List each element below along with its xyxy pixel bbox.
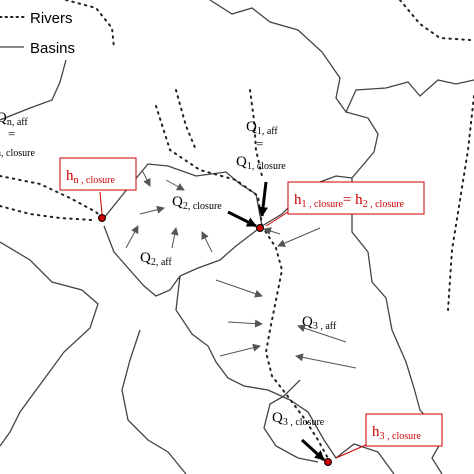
closure-arrow-q2 [227, 210, 257, 228]
flow-arrows [125, 169, 357, 369]
label-q1: Q1, aff = Q1, closure [236, 119, 286, 172]
basin-boundary-basin2 [103, 163, 263, 297]
connector-h3 [335, 443, 369, 459]
closure-node-n [98, 214, 106, 222]
rivers [0, 0, 474, 463]
flow-arrow [141, 169, 151, 187]
box-h3-closure: h3 , closure [365, 413, 443, 447]
basin-boundary-basin3-south [175, 275, 395, 474]
box-h12-closure: h1 , closure= h2 , closure [287, 181, 425, 215]
legend-basins-label: Basins [30, 40, 75, 57]
box-hn-closure: hn , closure [59, 157, 137, 191]
label-qn: Qn, aff = n, closure [0, 110, 35, 159]
river-northwest [65, 0, 115, 49]
box-h12-text: h1 , closure= h2 , closure [294, 192, 405, 210]
label-q3-closure: Q3 , closure [272, 410, 325, 428]
flow-arrow [201, 231, 213, 253]
basin-boundary-outer-north [209, 0, 474, 114]
flow-arrow [215, 279, 263, 298]
flow-arrow [297, 324, 347, 343]
label-qn-eq: = [8, 126, 15, 141]
flow-arrow [170, 227, 179, 249]
river-east [399, 0, 471, 41]
flow-arrow [139, 205, 165, 215]
river-east-long [447, 95, 474, 311]
river-center-trib [175, 89, 197, 151]
closure-arrow-q1 [258, 181, 269, 217]
flow-arrow [227, 319, 263, 328]
river-west [0, 175, 105, 221]
label-q1-eq: = [256, 136, 263, 151]
basin-boundary-west [0, 241, 99, 447]
label-q3-aff: Q3 , aff [302, 314, 337, 332]
closure-node-3 [324, 458, 332, 466]
closure-node-1 [256, 224, 264, 232]
connector-hn [99, 191, 103, 215]
river-north [249, 89, 263, 177]
label-qn-closure: n, closure [0, 148, 35, 159]
label-q1-closure: Q1, closure [236, 154, 286, 172]
flow-arrow [165, 179, 185, 191]
label-q2-aff: Q2, aff [140, 250, 172, 268]
flow-arrow [263, 227, 281, 235]
box-h3-text: h3 , closure [372, 424, 421, 442]
river-upper-left [155, 105, 263, 227]
basin-boundary-top-right-inner [263, 379, 319, 463]
basin-boundary-upper-left [0, 59, 67, 121]
box-hn-text: hn , closure [66, 168, 115, 186]
flow-arrow [219, 343, 261, 357]
river-main [261, 225, 331, 463]
closure-arrows [227, 181, 326, 462]
basin-boundary-bottom-left [121, 329, 187, 474]
label-q2-closure: Q2, closure [172, 194, 222, 212]
flow-arrow [125, 225, 139, 249]
box-connectors [99, 191, 369, 459]
closure-arrow-q3 [300, 438, 326, 462]
connector-h12 [265, 211, 289, 227]
flow-arrow [295, 353, 357, 369]
legend: Rivers Basins [0, 10, 75, 57]
label-q1-aff: Q1, aff [246, 119, 278, 137]
flow-arrow [277, 227, 321, 247]
label-qn-aff: Qn, aff [0, 110, 28, 128]
legend-rivers-label: Rivers [30, 10, 73, 27]
closure-nodes [98, 214, 332, 466]
river-west-low [0, 205, 93, 221]
